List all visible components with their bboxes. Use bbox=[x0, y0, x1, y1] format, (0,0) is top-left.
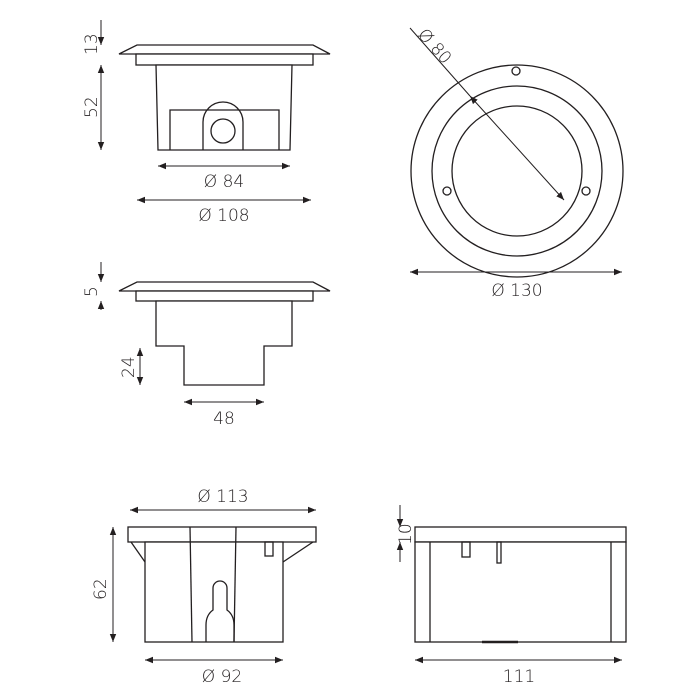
front-view-circle: Ø 80 Ø 130 bbox=[409, 25, 624, 301]
box-view-right: 10 111 bbox=[396, 505, 627, 687]
side-view-middle: 5 24 48 bbox=[82, 262, 331, 429]
dim-24: 24 bbox=[119, 356, 139, 378]
dim-10: 10 bbox=[396, 523, 416, 545]
screw-icon bbox=[442, 186, 452, 196]
side-view-top: 13 52 Ø 84 Ø 108 bbox=[82, 20, 331, 226]
dim-92: Ø 92 bbox=[202, 667, 242, 687]
screw-icon bbox=[581, 186, 591, 196]
box-view-left: Ø 113 62 Ø 92 bbox=[91, 487, 317, 687]
dim-113: Ø 113 bbox=[197, 487, 248, 507]
dim-108: Ø 108 bbox=[198, 206, 249, 226]
dim-48: 48 bbox=[213, 409, 235, 429]
dim-84: Ø 84 bbox=[204, 172, 244, 192]
dim-52: 52 bbox=[82, 96, 102, 118]
dim-130: Ø 130 bbox=[491, 281, 542, 301]
dim-13: 13 bbox=[82, 33, 102, 55]
dim-80: Ø 80 bbox=[413, 25, 455, 68]
dim-111: 111 bbox=[503, 667, 535, 687]
dim-62: 62 bbox=[91, 578, 111, 600]
screw-icon bbox=[511, 66, 521, 76]
dim-5: 5 bbox=[82, 286, 102, 297]
